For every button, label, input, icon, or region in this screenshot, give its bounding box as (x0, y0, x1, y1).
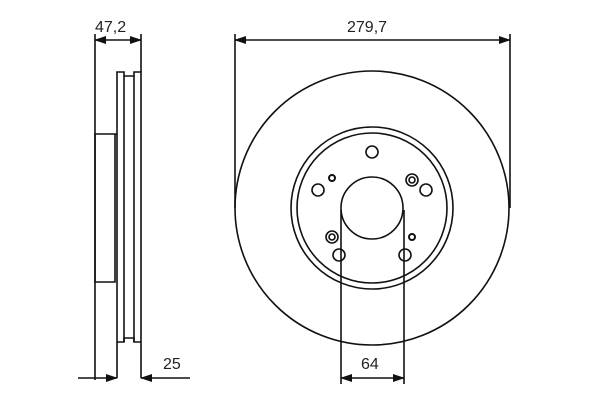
front-view (234, 34, 511, 384)
dim-center-bore-label: 64 (361, 356, 379, 373)
dim-overall-height-label: 47,2 (95, 19, 127, 36)
side-section-view (78, 34, 190, 382)
dim-thickness-label: 25 (163, 356, 181, 373)
dim-outer-diameter-label: 279,7 (347, 19, 388, 36)
